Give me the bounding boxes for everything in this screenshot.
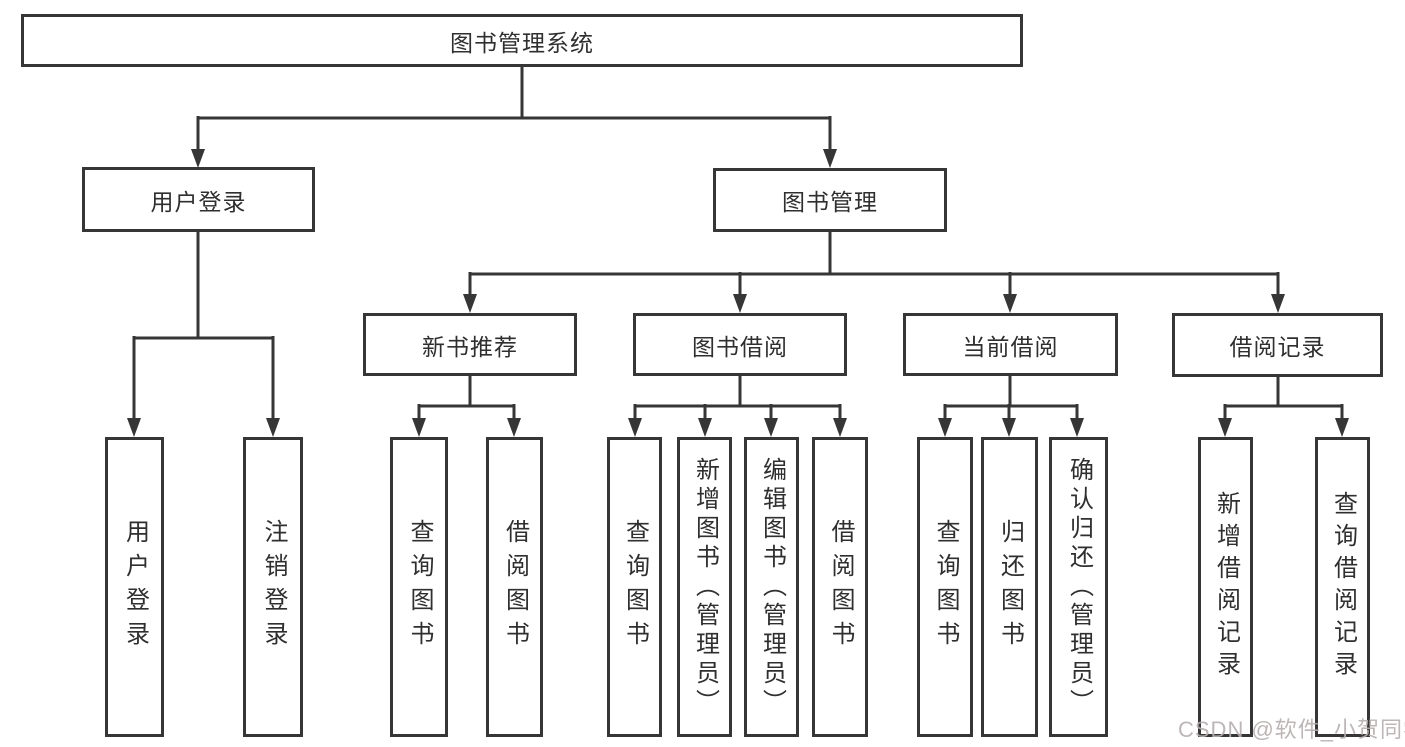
node-new-book-recommend: 新书推荐 xyxy=(363,313,577,376)
leaf-query-books-recommend-label: 查询图书 xyxy=(406,519,433,655)
leaf-edit-books-admin-label: 编辑图书（管理员） xyxy=(758,456,786,718)
leaf-query-borrow-record-label: 查询借阅记录 xyxy=(1329,491,1357,683)
leaf-return-books: 归还图书 xyxy=(981,437,1038,737)
connector-book-management-to-level3 xyxy=(463,232,1285,313)
connector-new-book-recommend-children xyxy=(412,376,521,437)
leaf-query-books-borrowing-label: 查询图书 xyxy=(621,519,649,655)
leaf-borrow-books-borrowing: 借阅图书 xyxy=(812,437,868,737)
leaf-confirm-return-admin: 确认归还（管理员） xyxy=(1049,437,1108,737)
node-user-login-label: 用户登录 xyxy=(150,188,247,215)
leaf-return-books-label: 归还图书 xyxy=(996,519,1024,655)
node-borrowing-records: 借阅记录 xyxy=(1172,313,1383,377)
node-book-management: 图书管理 xyxy=(713,168,947,232)
leaf-user-login: 用户登录 xyxy=(105,437,164,737)
leaf-query-books-current-label: 查询图书 xyxy=(932,519,959,655)
leaf-query-books-current: 查询图书 xyxy=(917,437,973,737)
leaf-borrow-books-borrowing-label: 借阅图书 xyxy=(827,519,854,655)
leaf-query-books-borrowing: 查询图书 xyxy=(607,437,662,737)
leaf-add-borrow-record: 新增借阅记录 xyxy=(1198,437,1253,737)
leaf-user-login-label: 用户登录 xyxy=(121,519,149,655)
connector-root-to-level2 xyxy=(191,65,837,168)
node-borrowing-records-label: 借阅记录 xyxy=(1229,334,1326,360)
node-book-borrowing: 图书借阅 xyxy=(633,313,847,376)
leaf-borrow-books-recommend: 借阅图书 xyxy=(486,437,543,737)
leaf-add-books-admin-label: 新增图书（管理员） xyxy=(691,456,719,718)
leaf-edit-books-admin: 编辑图书（管理员） xyxy=(744,437,799,737)
connector-user-login-children xyxy=(127,232,280,437)
node-current-borrowing: 当前借阅 xyxy=(903,313,1118,376)
leaf-add-borrow-record-label: 新增借阅记录 xyxy=(1212,491,1240,683)
node-root-system: 图书管理系统 xyxy=(21,14,1023,67)
leaf-query-borrow-record: 查询借阅记录 xyxy=(1315,437,1370,737)
leaf-logout: 注销登录 xyxy=(243,437,303,737)
connector-current-borrowing-children xyxy=(938,376,1084,437)
node-current-borrowing-label: 当前借阅 xyxy=(962,333,1059,360)
leaf-borrow-books-recommend-label: 借阅图书 xyxy=(501,519,529,655)
leaf-add-books-admin: 新增图书（管理员） xyxy=(677,437,732,737)
connector-borrowing-records-children xyxy=(1218,376,1349,437)
leaf-query-books-recommend: 查询图书 xyxy=(390,437,448,737)
watermark: CSDN @软件_小贺同学 xyxy=(1178,717,1405,742)
connector-book-borrowing-children xyxy=(628,376,847,437)
leaf-confirm-return-admin-label: 确认归还（管理员） xyxy=(1065,456,1093,718)
node-book-borrowing-label: 图书借阅 xyxy=(692,333,788,360)
node-root-label: 图书管理系统 xyxy=(450,29,594,56)
node-user-login: 用户登录 xyxy=(82,167,315,232)
node-new-book-recommend-label: 新书推荐 xyxy=(422,333,518,360)
leaf-logout-label: 注销登录 xyxy=(260,519,287,655)
node-book-management-label: 图书管理 xyxy=(782,189,878,215)
